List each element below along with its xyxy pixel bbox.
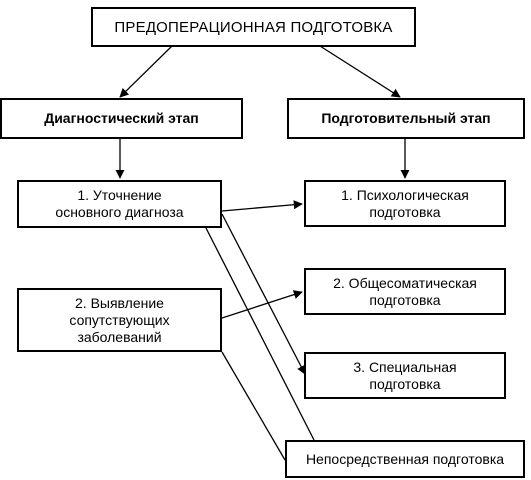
immediate-preparation-label: Непосредственная подготовка [305,450,505,467]
arrow-title-to-preparatory [319,45,401,98]
immediate-preparation-box: Непосредственная подготовка [285,440,525,478]
psychological-preparation-label: 1. Психологическая подготовка [341,186,469,220]
diagram-title-box: ПРЕДОПЕРАЦИОННАЯ ПОДГОТОВКА [91,7,416,47]
line-step2-to-immediate [221,351,286,461]
diagnosis-clarification-box: 1. Уточнение основного диагноза [17,180,222,228]
preparatory-stage-box: Подготовительный этап [287,98,525,139]
diagnosis-clarification-label: 1. Уточнение основного диагноза [55,187,184,220]
comorbidity-detection-box: 2. Выявление сопутствующих заболеваний [17,288,222,352]
arrow-step1-to-special [221,213,306,375]
line-step1-to-immediate [205,227,315,441]
special-preparation-label: 3. Специальная подготовка [353,358,457,392]
arrow-step2-to-somatic [221,290,303,319]
somatic-preparation-label: 2. Общесоматическая подготовка [333,274,477,308]
diagnostic-stage-label: Диагностический этап [44,110,199,126]
diagram-title: ПРЕДОПЕРАЦИОННАЯ ПОДГОТОВКА [114,18,393,36]
comorbidity-detection-label: 2. Выявление сопутствующих заболеваний [69,294,170,345]
psychological-preparation-box: 1. Психологическая подготовка [304,180,506,227]
somatic-preparation-box: 2. Общесоматическая подготовка [304,268,506,315]
arrow-step1-to-psych [221,200,303,212]
diagnostic-stage-box: Диагностический этап [0,98,243,139]
arrow-title-to-diagnostic [119,45,173,98]
special-preparation-box: 3. Специальная подготовка [304,352,506,399]
preparatory-stage-label: Подготовительный этап [321,110,491,126]
